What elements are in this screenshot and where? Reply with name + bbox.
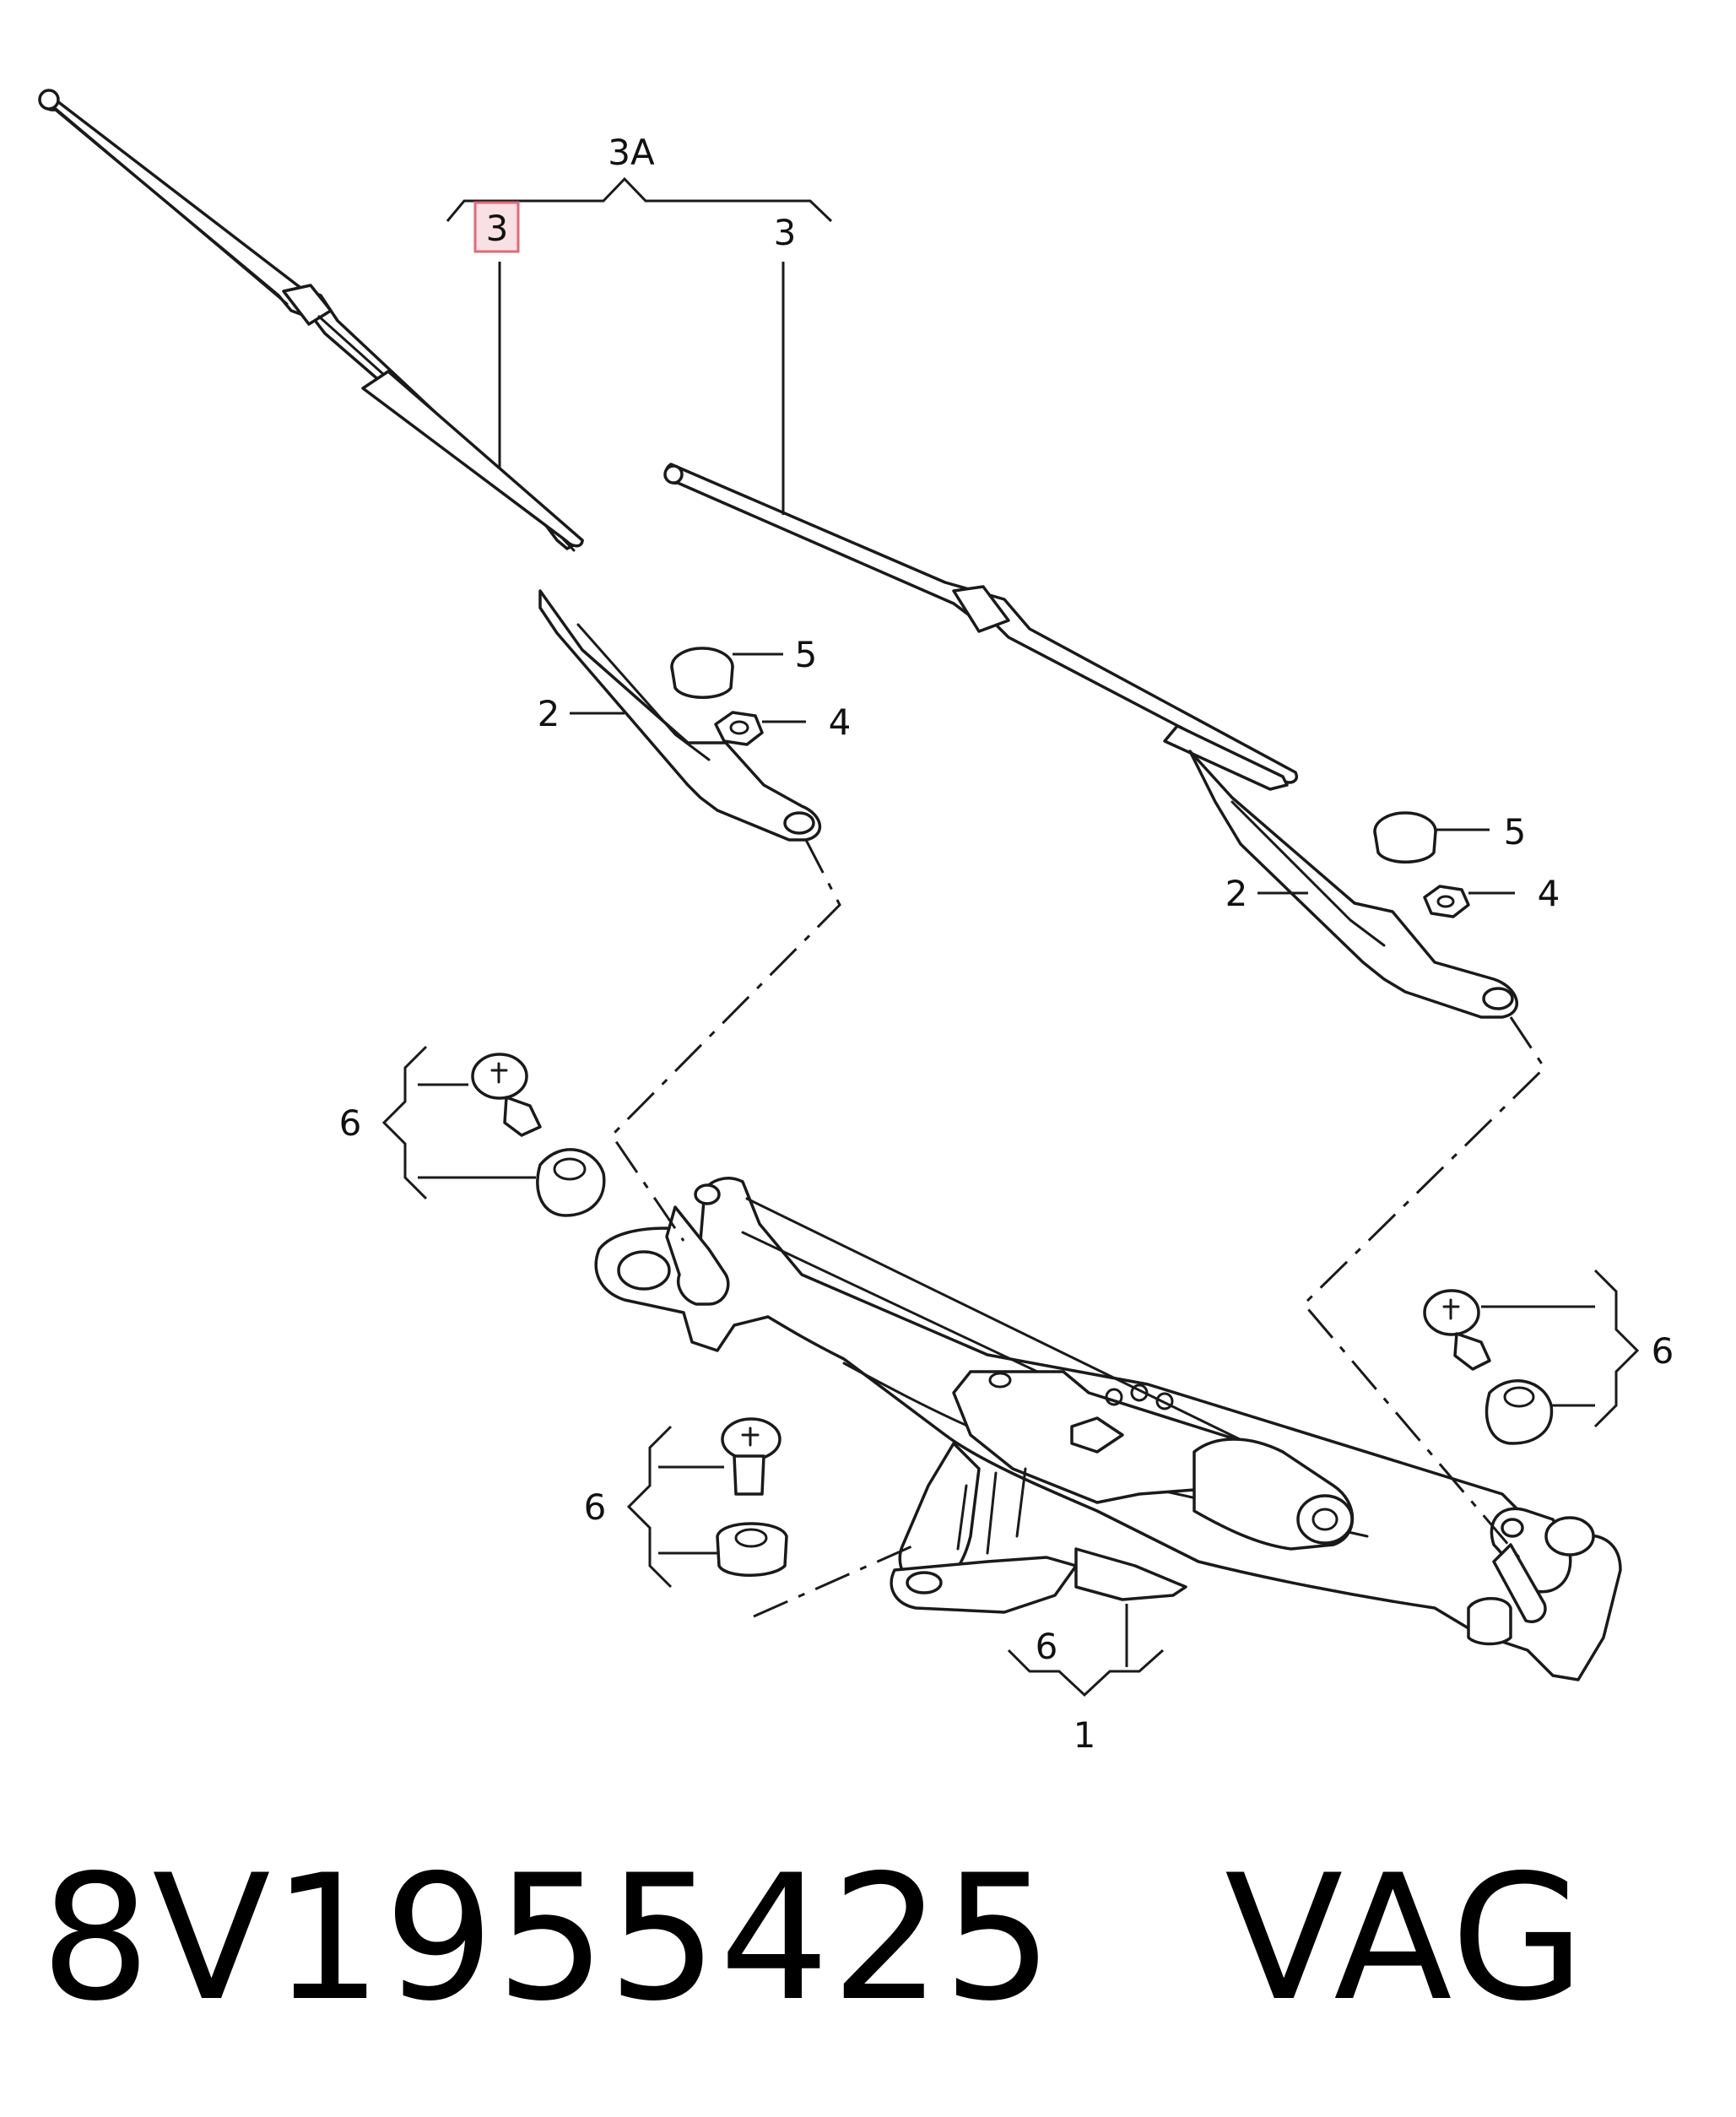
wiper-linkage[interactable] [594,1177,1622,1681]
label-6-left-bottom: 6 [584,1486,607,1528]
bracket-6-left-bottom [626,1425,724,1589]
label-4-right: 4 [1538,873,1560,914]
label-6-center: 6 [1036,1626,1058,1667]
label-6-left-top: 6 [339,1102,362,1144]
bracket-6-right [1481,1269,1640,1428]
assembly-line-bottom [753,1543,917,1618]
footer-title: 8V1955425 VAG [41,1853,1587,2026]
label-1: 1 [1074,1714,1096,1756]
assembly-line-right [1301,1016,1546,1558]
title-gap [1055,1838,1225,2039]
bracket-3a [446,176,833,515]
brand: VAG [1225,1838,1587,2039]
nut-right[interactable] [1423,885,1470,918]
part-number: 8V1955425 [41,1838,1055,2039]
label-3-right: 3 [774,212,797,253]
label-6-right: 6 [1652,1330,1674,1372]
nut-left[interactable] [714,711,764,746]
bracket-6-left-top [381,1045,536,1200]
wiper-arm-left[interactable] [38,89,822,842]
wiper-arm-right[interactable] [663,463,1518,1019]
mount-left-bottom[interactable] [716,1417,788,1577]
assembly-line-left [610,839,841,1242]
mount-left-top[interactable] [471,1053,606,1217]
label-3a: 3A [608,132,655,173]
label-5-right: 5 [1504,811,1527,853]
label-5-left: 5 [795,634,818,675]
cap-right[interactable] [1373,811,1437,864]
highlight-box [473,201,520,253]
label-2-left: 2 [538,693,560,734]
cap-left[interactable] [670,647,734,699]
label-2-right: 2 [1225,873,1248,914]
label-4-left: 4 [829,701,852,743]
label-3-left[interactable]: 3 [486,208,509,249]
bracket-6-center-1 [1007,1604,1164,1697]
mount-right[interactable] [1423,1289,1554,1445]
